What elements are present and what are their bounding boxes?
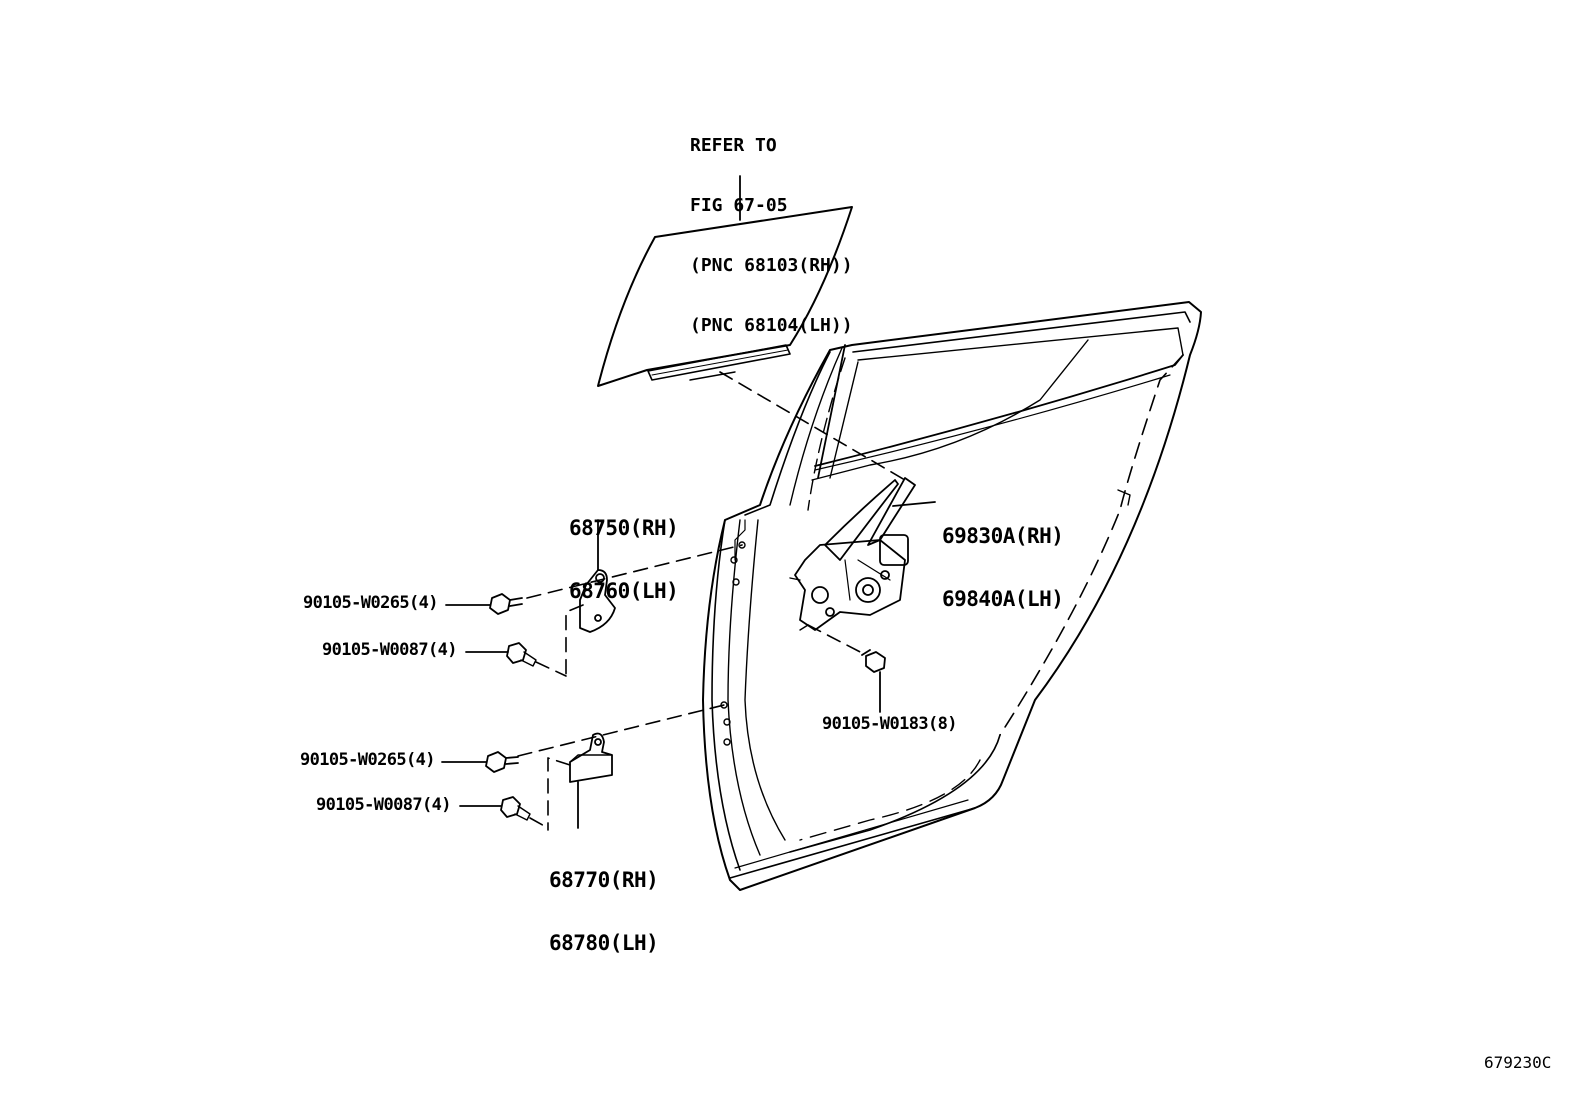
lower-hinge-part-lh: 68780(LH) (549, 931, 659, 955)
dashed-connections (517, 371, 906, 831)
upper-hinge-part-lh: 68760(LH) (569, 579, 679, 603)
upper-hinge-bolt (489, 593, 523, 615)
glass-reference-line-2: FIG 67-05 (690, 195, 788, 216)
lower-hinge-door-bolt-label: 90105-W0087(4) (316, 795, 451, 815)
glass-reference-callout: REFER TO FIG 67-05 (PNC 68103(RH)) (PNC … (690, 96, 853, 356)
lower-door-hinge (569, 732, 613, 783)
upper-hinge-bolt-label: 90105-W0265(4) (303, 593, 438, 613)
lower-hinge-bolt-label: 90105-W0265(4) (300, 750, 435, 770)
leader-lines (441, 175, 936, 829)
glass-reference-line-4: (PNC 68104(LH)) (690, 315, 853, 336)
lower-hinge-part-label: 68770(RH) 68780(LH) (549, 828, 659, 975)
upper-door-hinge (579, 569, 616, 633)
regulator-bolt (861, 649, 886, 673)
rear-door-panel (702, 301, 1202, 891)
lower-hinge-part-rh: 68770(RH) (549, 868, 659, 892)
upper-hinge-door-bolt-label: 90105-W0087(4) (322, 640, 457, 660)
window-regulator (789, 477, 916, 631)
figure-number: 679230C (1484, 1053, 1552, 1072)
lower-hinge-bolt (485, 751, 519, 773)
upper-hinge-part-rh: 68750(RH) (569, 516, 679, 540)
glass-reference-line-3: (PNC 68103(RH)) (690, 255, 853, 276)
regulator-part-lh: 69840A(LH) (942, 587, 1064, 611)
regulator-part-rh: 69830A(RH) (942, 524, 1064, 548)
regulator-bolt-label: 90105-W0183(8) (822, 714, 957, 734)
lower-hinge-door-bolt (500, 796, 531, 821)
upper-hinge-part-label: 68750(RH) 68760(LH) (569, 476, 679, 623)
glass-reference-line-1: REFER TO (690, 135, 777, 156)
regulator-part-label: 69830A(RH) 69840A(LH) (942, 484, 1064, 631)
upper-hinge-door-bolt (506, 642, 537, 667)
door-glass (597, 206, 853, 387)
